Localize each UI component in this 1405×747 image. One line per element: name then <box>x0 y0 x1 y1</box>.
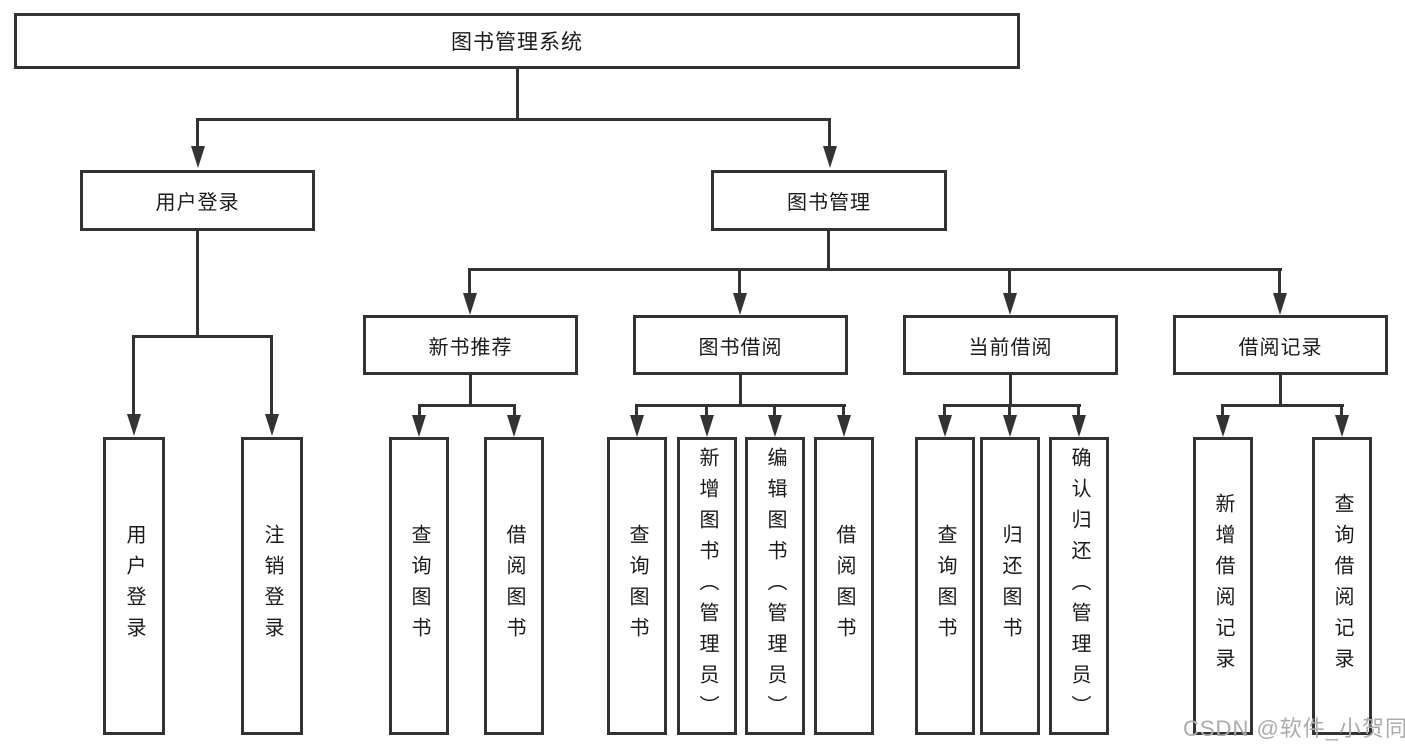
leaf-label: 新增图书（管理员） <box>696 446 718 726</box>
node-book-borrowing: 图书借阅 <box>633 315 848 375</box>
node-user-login: 用户登录 <box>80 170 315 231</box>
connector-line <box>1221 404 1224 417</box>
connector-line <box>1278 268 1281 296</box>
node-new-book-recommendation: 新书推荐 <box>363 315 578 375</box>
connector-line <box>1340 404 1343 417</box>
node-current-borrowing: 当前借阅 <box>903 315 1118 375</box>
connector-line <box>1009 373 1012 407</box>
connector-line <box>196 118 831 121</box>
connector-line <box>773 404 776 417</box>
connector-line <box>738 268 741 296</box>
arrow-down-icon <box>700 415 714 437</box>
watermark-text: CSDN @软件_小贺同学 <box>1183 716 1405 741</box>
arrow-down-icon <box>1003 293 1017 315</box>
connector-line <box>196 231 199 337</box>
arrow-down-icon <box>1072 415 1086 437</box>
leaf-return-books: 归还图书 <box>980 437 1040 735</box>
connector-line <box>943 404 1081 407</box>
leaf-label: 借阅图书 <box>503 524 525 648</box>
leaf-label: 查询图书 <box>408 524 430 648</box>
arrow-down-icon <box>1003 415 1017 437</box>
node-library-management-system: 图书管理系统 <box>14 13 1020 69</box>
leaf-query-borrow-record: 查询借阅记录 <box>1312 437 1372 735</box>
leaf-add-book-admin: 新增图书（管理员） <box>677 437 737 735</box>
leaf-label: 编辑图书（管理员） <box>764 446 786 726</box>
arrow-down-icon <box>463 293 477 315</box>
leaf-borrow-books-recommend: 借阅图书 <box>484 437 544 735</box>
leaf-label: 查询图书 <box>934 524 956 648</box>
arrow-down-icon <box>630 415 644 437</box>
leaf-edit-book-admin: 编辑图书（管理员） <box>745 437 805 735</box>
connector-line <box>1221 404 1344 407</box>
arrow-down-icon <box>938 415 952 437</box>
node-borrowing-records: 借阅记录 <box>1173 315 1388 375</box>
arrow-down-icon <box>837 415 851 437</box>
connector-line <box>739 373 742 407</box>
connector-line <box>513 404 516 417</box>
leaf-label: 用户登录 <box>123 524 145 648</box>
connector-line <box>270 335 273 415</box>
leaf-logout: 注销登录 <box>241 437 303 735</box>
arrow-down-icon <box>191 146 205 168</box>
connector-line <box>827 231 830 270</box>
leaf-label: 确认归还（管理员） <box>1068 446 1090 726</box>
arrow-down-icon <box>768 415 782 437</box>
leaf-query-books-borrowing: 查询图书 <box>607 437 667 735</box>
connector-line <box>842 404 845 417</box>
leaf-label: 查询图书 <box>626 524 648 648</box>
leaf-query-books-recommend: 查询图书 <box>389 437 449 735</box>
connector-line <box>943 404 946 417</box>
arrow-down-icon <box>1273 293 1287 315</box>
arrow-down-icon <box>1335 415 1349 437</box>
connector-line <box>635 404 638 417</box>
leaf-label: 查询借阅记录 <box>1331 493 1353 679</box>
connector-line <box>1279 373 1282 407</box>
node-book-management: 图书管理 <box>711 170 947 231</box>
leaf-label: 借阅图书 <box>833 524 855 648</box>
leaf-label: 新增借阅记录 <box>1212 493 1234 679</box>
connector-line <box>132 335 273 338</box>
connector-line <box>1008 268 1011 296</box>
arrow-down-icon <box>265 414 279 436</box>
leaf-user-login: 用户登录 <box>103 437 165 735</box>
connector-line <box>469 373 472 407</box>
leaf-query-books-current: 查询图书 <box>915 437 975 735</box>
arrow-down-icon <box>127 414 141 436</box>
connector-line <box>516 69 519 120</box>
connector-line <box>1077 404 1080 417</box>
arrow-down-icon <box>412 415 426 437</box>
arrow-down-icon <box>507 415 521 437</box>
connector-line <box>705 404 708 417</box>
connector-line <box>635 404 846 407</box>
leaf-label: 归还图书 <box>999 524 1021 648</box>
arrow-down-icon <box>823 146 837 168</box>
connector-line <box>468 268 1282 271</box>
connector-line <box>132 335 135 415</box>
connector-line <box>418 404 516 407</box>
arrow-down-icon <box>1216 415 1230 437</box>
connector-line <box>1008 404 1011 417</box>
leaf-label: 注销登录 <box>261 524 283 648</box>
leaf-borrow-books: 借阅图书 <box>814 437 874 735</box>
leaf-confirm-return-admin: 确认归还（管理员） <box>1049 437 1109 735</box>
connector-line <box>196 118 199 148</box>
connector-line <box>418 404 421 417</box>
leaf-add-borrow-record: 新增借阅记录 <box>1193 437 1253 735</box>
connector-line <box>828 118 831 148</box>
connector-line <box>468 268 471 296</box>
arrow-down-icon <box>733 293 747 315</box>
